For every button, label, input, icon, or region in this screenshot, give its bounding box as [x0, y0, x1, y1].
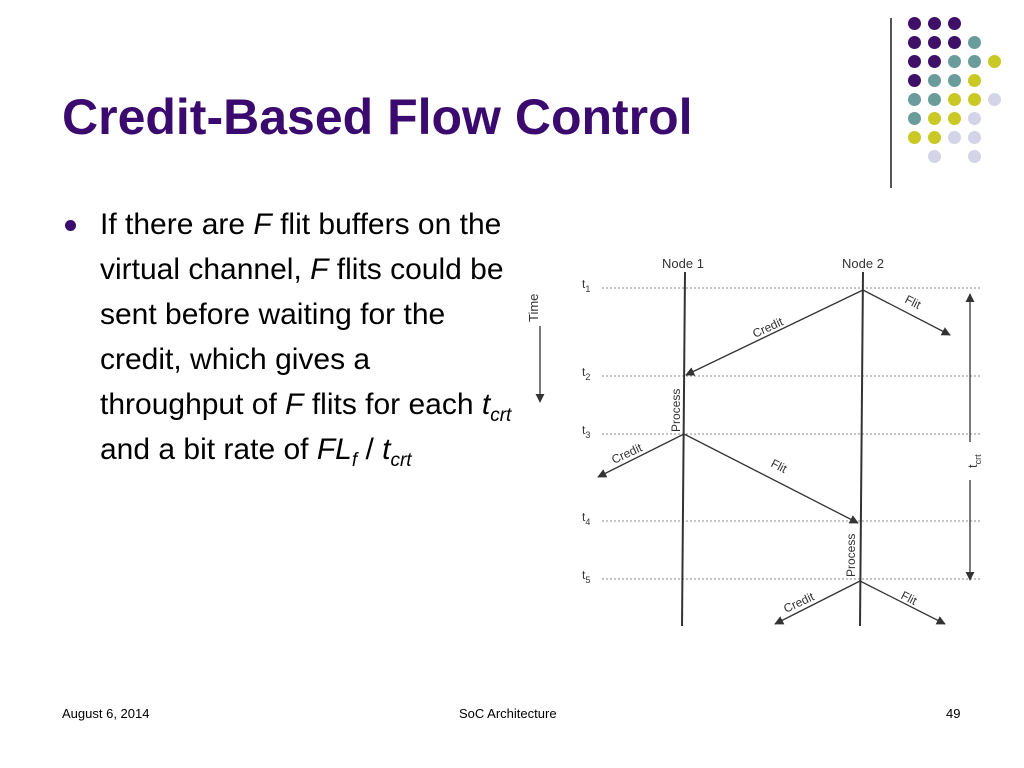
dot	[968, 36, 981, 49]
var-f: F	[310, 253, 329, 286]
decorative-dot-grid	[904, 10, 1014, 170]
credit-arrow-3	[774, 580, 861, 625]
bullet-fragment: flits could be sent before waiting for t…	[100, 253, 504, 421]
t5-label: t5	[582, 568, 590, 585]
process-label-2: Process	[844, 534, 858, 577]
t4-label: t4	[582, 510, 590, 527]
var-f: F	[253, 208, 272, 241]
credit-arrow-1	[685, 289, 864, 376]
dot	[908, 36, 921, 49]
dot	[968, 74, 981, 87]
bullet-fragment: If there are	[100, 208, 254, 241]
credit-flow-diagram: Node 1 Node 2 Time t1 t2 t3 t4 t5 Credit…	[526, 256, 983, 627]
var-t: t	[481, 388, 491, 421]
credit-label-1: Credit	[750, 314, 786, 340]
tcrt-label-bg	[960, 442, 982, 480]
bullet-fragment: flit buffers on the virtual channel,	[100, 208, 502, 286]
bullet-fragment: and a bit rate of	[100, 433, 317, 466]
var-t: t	[382, 433, 391, 466]
flit-arrow-1	[862, 289, 951, 336]
dot	[908, 93, 921, 106]
var-fl: FL	[316, 433, 352, 466]
flit-label-3: Flit	[899, 588, 920, 608]
bullet-fragment: flits for each	[303, 388, 482, 421]
var-f: F	[285, 388, 304, 421]
dot	[948, 55, 961, 68]
dot	[948, 74, 961, 87]
dot	[988, 55, 1001, 68]
dot	[908, 74, 921, 87]
dot	[948, 112, 961, 125]
dot	[908, 112, 921, 125]
flit-arrow-3	[859, 580, 946, 625]
bullet-marker	[65, 220, 76, 231]
dot	[968, 131, 981, 144]
t3-label: t3	[582, 423, 590, 440]
title-divider	[890, 18, 892, 188]
dot	[928, 55, 941, 68]
var-crt-subscript: crt	[490, 405, 512, 426]
dot	[968, 112, 981, 125]
dot	[908, 55, 921, 68]
dot	[968, 93, 981, 106]
tcrt-label: tcrt	[965, 454, 983, 468]
slide-title: Credit-Based Flow Control	[62, 89, 693, 145]
dot	[968, 55, 981, 68]
dot	[928, 74, 941, 87]
node1-line	[681, 271, 686, 627]
dot	[948, 93, 961, 106]
dot	[928, 112, 941, 125]
bullet-text: If there are F flit buffers on the virtu…	[100, 202, 520, 472]
node2-line	[859, 271, 864, 627]
dot	[908, 131, 921, 144]
process-label-1: Process	[669, 389, 683, 432]
page-number: 49	[946, 706, 961, 721]
footer-date: August 6, 2014	[62, 706, 150, 721]
dot	[968, 150, 981, 163]
dot	[908, 17, 921, 30]
dot	[948, 131, 961, 144]
var-f-subscript: f	[351, 450, 358, 471]
dot	[928, 36, 941, 49]
footer-title: SoC Architecture	[459, 706, 557, 721]
flit-label-1: Flit	[903, 292, 924, 312]
flit-arrow-2	[683, 433, 859, 524]
flit-label-2: Flit	[769, 456, 790, 476]
dot	[928, 131, 941, 144]
bullet-fragment: /	[357, 433, 383, 466]
t1-label: t1	[582, 277, 590, 294]
dot	[928, 17, 941, 30]
dot	[928, 150, 941, 163]
var-crt-subscript: crt	[390, 450, 412, 471]
node2-label: Node 2	[842, 256, 884, 271]
credit-arrow-2	[597, 433, 685, 478]
t2-label: t2	[582, 365, 590, 382]
dot	[928, 93, 941, 106]
node1-label: Node 1	[662, 256, 704, 271]
dot	[948, 36, 961, 49]
dot	[948, 17, 961, 30]
dot	[988, 93, 1001, 106]
time-axis-label: Time	[526, 294, 541, 322]
